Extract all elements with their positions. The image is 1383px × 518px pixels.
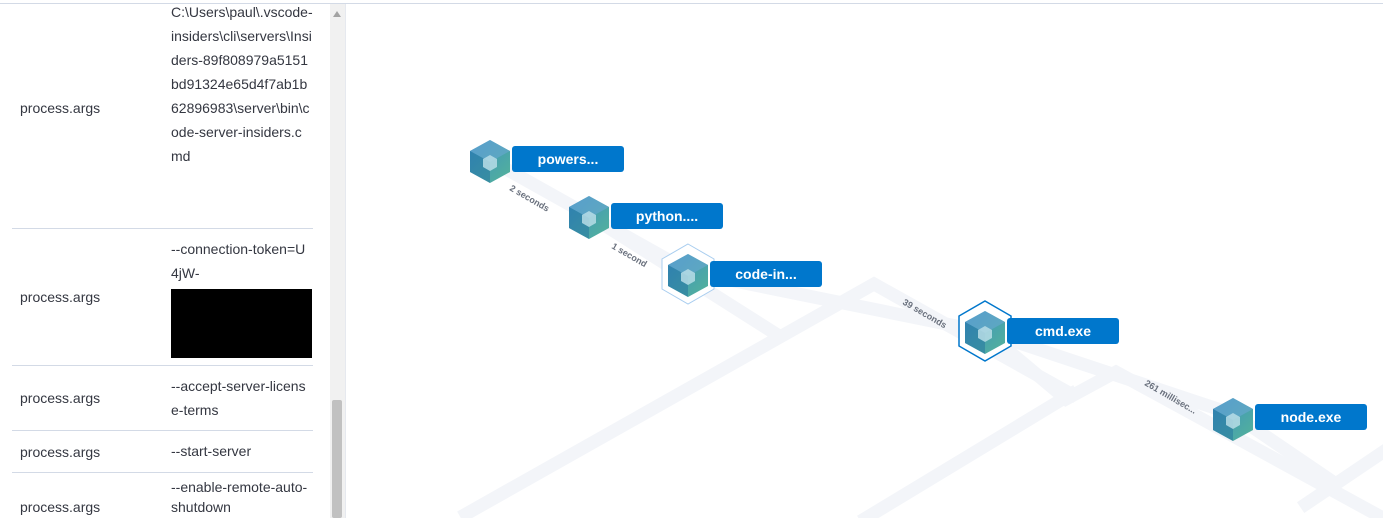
field-value: --connection-token=U4jW- [171,241,306,281]
field-key: process.args [20,100,101,116]
field-key: process.args [20,289,101,305]
table-row: process.args --accept-server-license-ter… [12,366,313,431]
process-node[interactable] [656,242,720,311]
field-value: --enable-remote-auto-shutdown [171,479,308,515]
field-key: process.args [20,444,101,460]
cube-icon [661,243,715,305]
table-row: process.args --start-server [12,431,313,473]
cube-icon [569,196,609,239]
cube-icon [470,140,510,183]
scroll-up-arrow-icon[interactable] [333,11,341,17]
field-key: process.args [20,499,101,515]
edge-line [1296,444,1383,514]
table-row: process.args --enable-remote-auto-shutdo… [12,473,313,517]
process-node-label[interactable]: node.exe [1255,404,1367,430]
process-node-label[interactable]: python.... [611,203,723,229]
process-node[interactable] [557,184,621,253]
scrollbar[interactable] [330,4,345,518]
process-node-label[interactable]: cmd.exe [1007,318,1119,344]
table-row: process.args C:\Users\paul\.vscode-insid… [12,4,313,229]
process-node[interactable] [953,299,1017,368]
field-value: C:\Users\paul\.vscode-insiders\cli\serve… [171,4,313,164]
field-value: --accept-server-license-terms [171,378,306,418]
field-key: process.args [20,390,101,406]
redacted-block [171,289,312,358]
field-value: --start-server [171,443,252,459]
edge-line [976,322,1383,518]
process-node[interactable] [458,128,522,197]
process-node-label[interactable]: powers... [512,146,624,172]
details-panel: process.args C:\Users\paul\.vscode-insid… [0,4,330,518]
cube-icon [958,300,1012,362]
scrollbar-thumb[interactable] [332,400,342,518]
cube-icon [1213,398,1253,441]
top-border [0,3,1383,4]
edge-line [857,385,1080,518]
edge-line [457,276,1080,518]
table-row: process.args --connection-token=U4jW- [12,229,313,366]
panel-divider [345,4,346,518]
process-node-label[interactable]: code-in... [710,261,822,287]
process-node[interactable] [1201,386,1265,455]
